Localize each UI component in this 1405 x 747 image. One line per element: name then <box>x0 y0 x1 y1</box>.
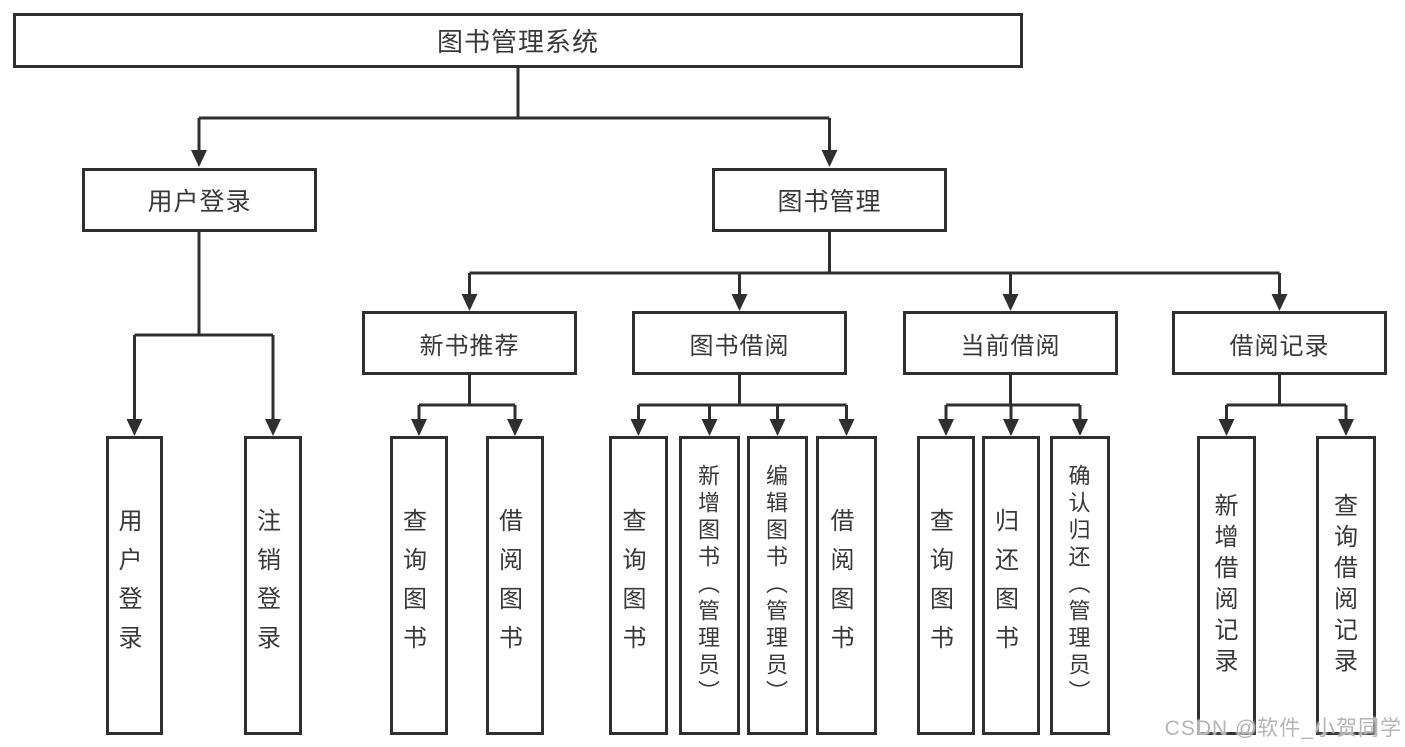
node-user-login: 用户登录 <box>82 168 317 232</box>
leaf-edit-book-admin-label: 编辑图书（管理员） <box>763 464 788 707</box>
node-current-borrow-label: 当前借阅 <box>960 332 1061 360</box>
leaf-query-books-recommend: 查询图书 <box>390 436 448 735</box>
node-book-borrow: 图书借阅 <box>632 311 847 375</box>
node-book-borrow-label: 图书借阅 <box>689 332 790 360</box>
leaf-borrow-books-recommend-label: 借阅图书 <box>494 507 522 664</box>
leaf-query-books-borrow: 查询图书 <box>609 436 668 735</box>
node-new-book-recommend-label: 新书推荐 <box>419 332 520 360</box>
root-node-label: 图书管理系统 <box>436 27 599 57</box>
leaf-query-books-current-label: 查询图书 <box>925 507 953 664</box>
root-node: 图书管理系统 <box>13 13 1023 68</box>
leaf-logout-label: 注销登录 <box>252 507 280 664</box>
node-book-management: 图书管理 <box>712 168 947 232</box>
leaf-add-borrow-record-label: 新增借阅记录 <box>1210 492 1237 679</box>
leaf-query-books-borrow-label: 查询图书 <box>618 507 645 664</box>
leaf-query-books-current: 查询图书 <box>917 436 975 735</box>
leaf-confirm-return-admin: 确认归还（管理员） <box>1050 436 1110 735</box>
leaf-add-borrow-record: 新增借阅记录 <box>1197 436 1256 735</box>
node-user-login-label: 用户登录 <box>147 188 252 216</box>
node-borrow-records: 借阅记录 <box>1172 311 1387 375</box>
leaf-confirm-return-admin-label: 确认归还（管理员） <box>1065 464 1091 707</box>
leaf-return-book-label: 归还图书 <box>990 507 1018 664</box>
node-current-borrow: 当前借阅 <box>903 311 1118 375</box>
leaf-borrow-books-recommend: 借阅图书 <box>486 436 544 735</box>
node-borrow-records-label: 借阅记录 <box>1229 332 1330 360</box>
node-book-management-label: 图书管理 <box>777 188 882 216</box>
leaf-query-borrow-record-label: 查询借阅记录 <box>1329 492 1357 679</box>
leaf-edit-book-admin: 编辑图书（管理员） <box>747 436 808 735</box>
leaf-borrow-books-borrow: 借阅图书 <box>816 436 877 735</box>
leaf-return-book: 归还图书 <box>982 436 1040 735</box>
leaf-query-borrow-record: 查询借阅记录 <box>1316 436 1376 735</box>
leaf-logout: 注销登录 <box>244 436 302 735</box>
leaf-user-login: 用户登录 <box>106 436 163 735</box>
leaf-query-books-recommend-label: 查询图书 <box>398 507 426 664</box>
watermark: CSDN @软件_小贺同学 <box>1164 717 1402 740</box>
leaf-user-login-label: 用户登录 <box>114 507 141 664</box>
leaf-add-book-admin-label: 新增图书（管理员） <box>695 464 720 707</box>
leaf-borrow-books-borrow-label: 借阅图书 <box>826 507 853 664</box>
leaf-add-book-admin: 新增图书（管理员） <box>679 436 740 735</box>
node-new-book-recommend: 新书推荐 <box>362 311 577 375</box>
